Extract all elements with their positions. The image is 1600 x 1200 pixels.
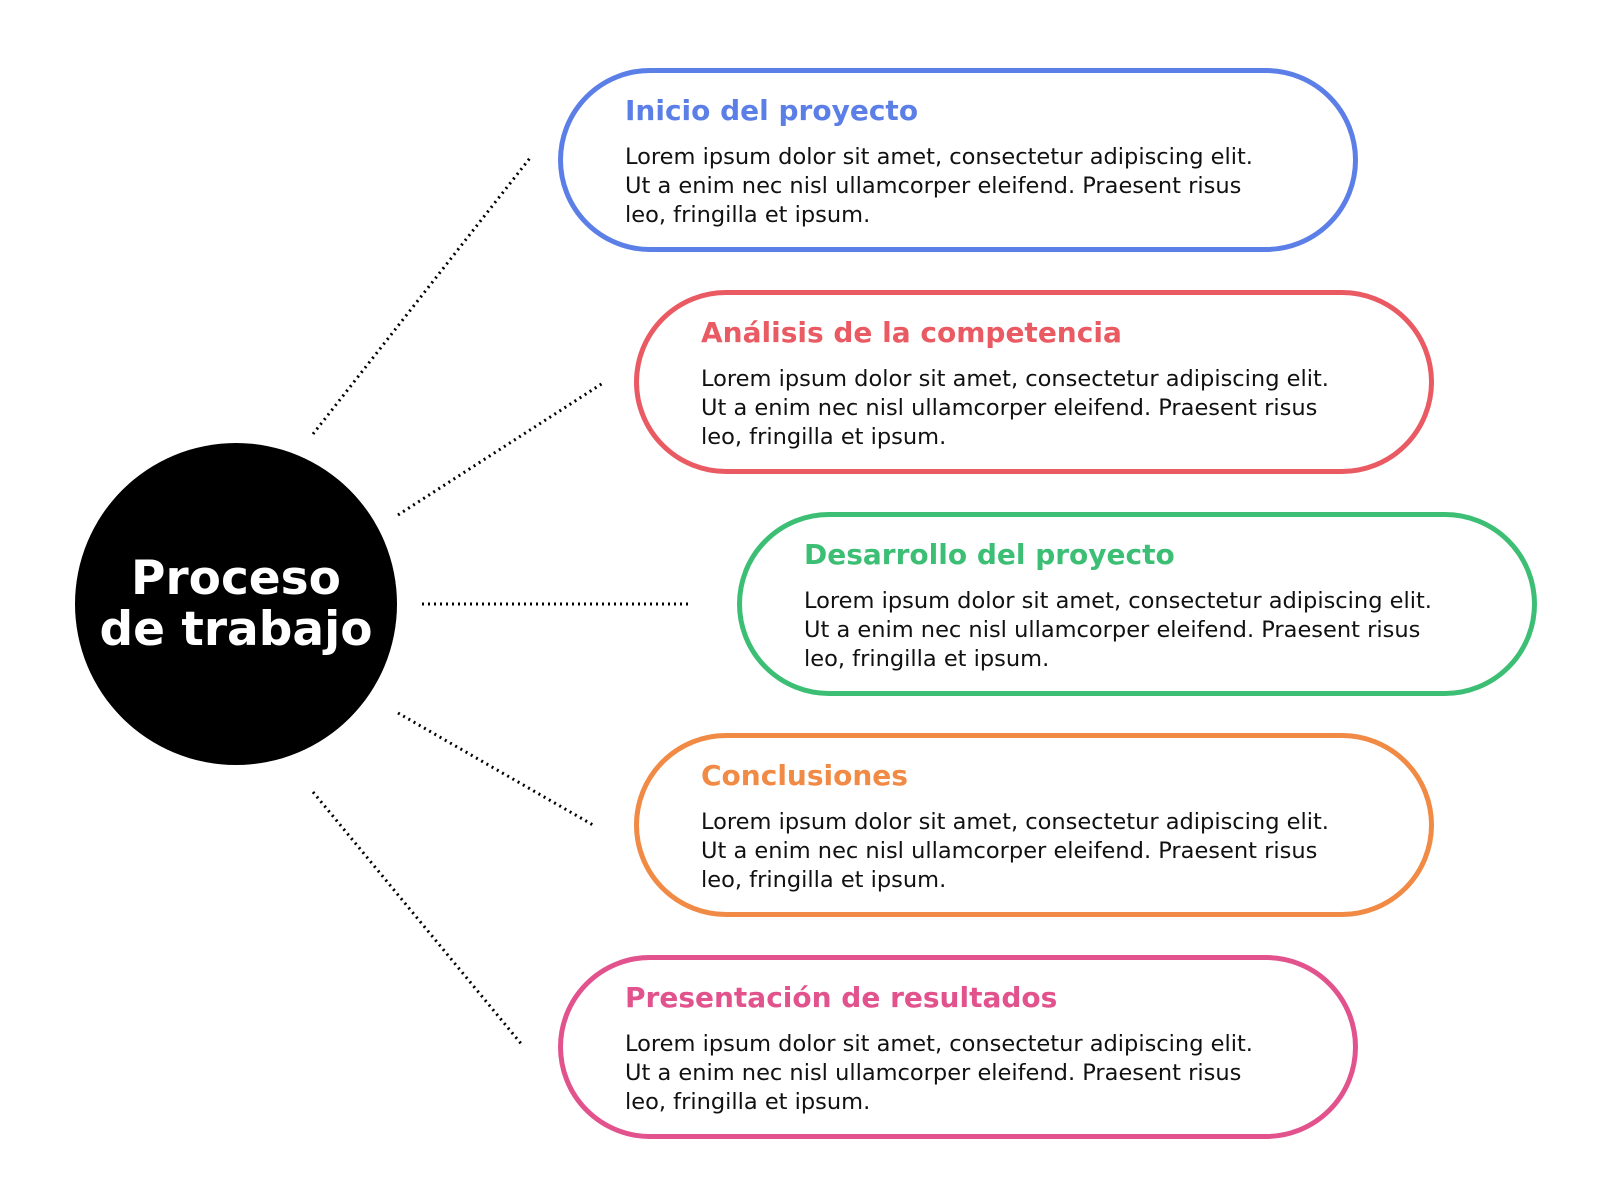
step-title: Presentación de resultados <box>625 981 1058 1014</box>
connector-line-0 <box>311 157 532 435</box>
step-title: Conclusiones <box>701 759 908 792</box>
step-presentacion-de-resultados: Presentación de resultados Lorem ipsum d… <box>558 955 1358 1139</box>
step-inicio-del-proyecto: Inicio del proyecto Lorem ipsum dolor si… <box>558 68 1358 252</box>
connector-line-3 <box>397 711 594 827</box>
step-description: Lorem ipsum dolor sit amet, consectetur … <box>701 809 1329 893</box>
step-conclusiones: Conclusiones Lorem ipsum dolor sit amet,… <box>634 733 1434 917</box>
step-analisis-de-la-competencia: Análisis de la competencia Lorem ipsum d… <box>634 290 1434 474</box>
connector-line-1 <box>397 381 604 517</box>
step-description: Lorem ipsum dolor sit amet, consectetur … <box>701 366 1329 450</box>
step-description: Lorem ipsum dolor sit amet, consectetur … <box>625 144 1253 228</box>
center-title: Proceso de trabajo <box>99 551 373 657</box>
step-title: Desarrollo del proyecto <box>804 538 1175 571</box>
center-node: Proceso de trabajo <box>75 443 397 765</box>
connector-line-4 <box>311 791 525 1047</box>
step-desarrollo-del-proyecto: Desarrollo del proyecto Lorem ipsum dolo… <box>737 512 1537 696</box>
step-description: Lorem ipsum dolor sit amet, consectetur … <box>804 588 1432 672</box>
step-title: Análisis de la competencia <box>701 316 1122 349</box>
step-description: Lorem ipsum dolor sit amet, consectetur … <box>625 1031 1253 1115</box>
step-title: Inicio del proyecto <box>625 94 919 127</box>
